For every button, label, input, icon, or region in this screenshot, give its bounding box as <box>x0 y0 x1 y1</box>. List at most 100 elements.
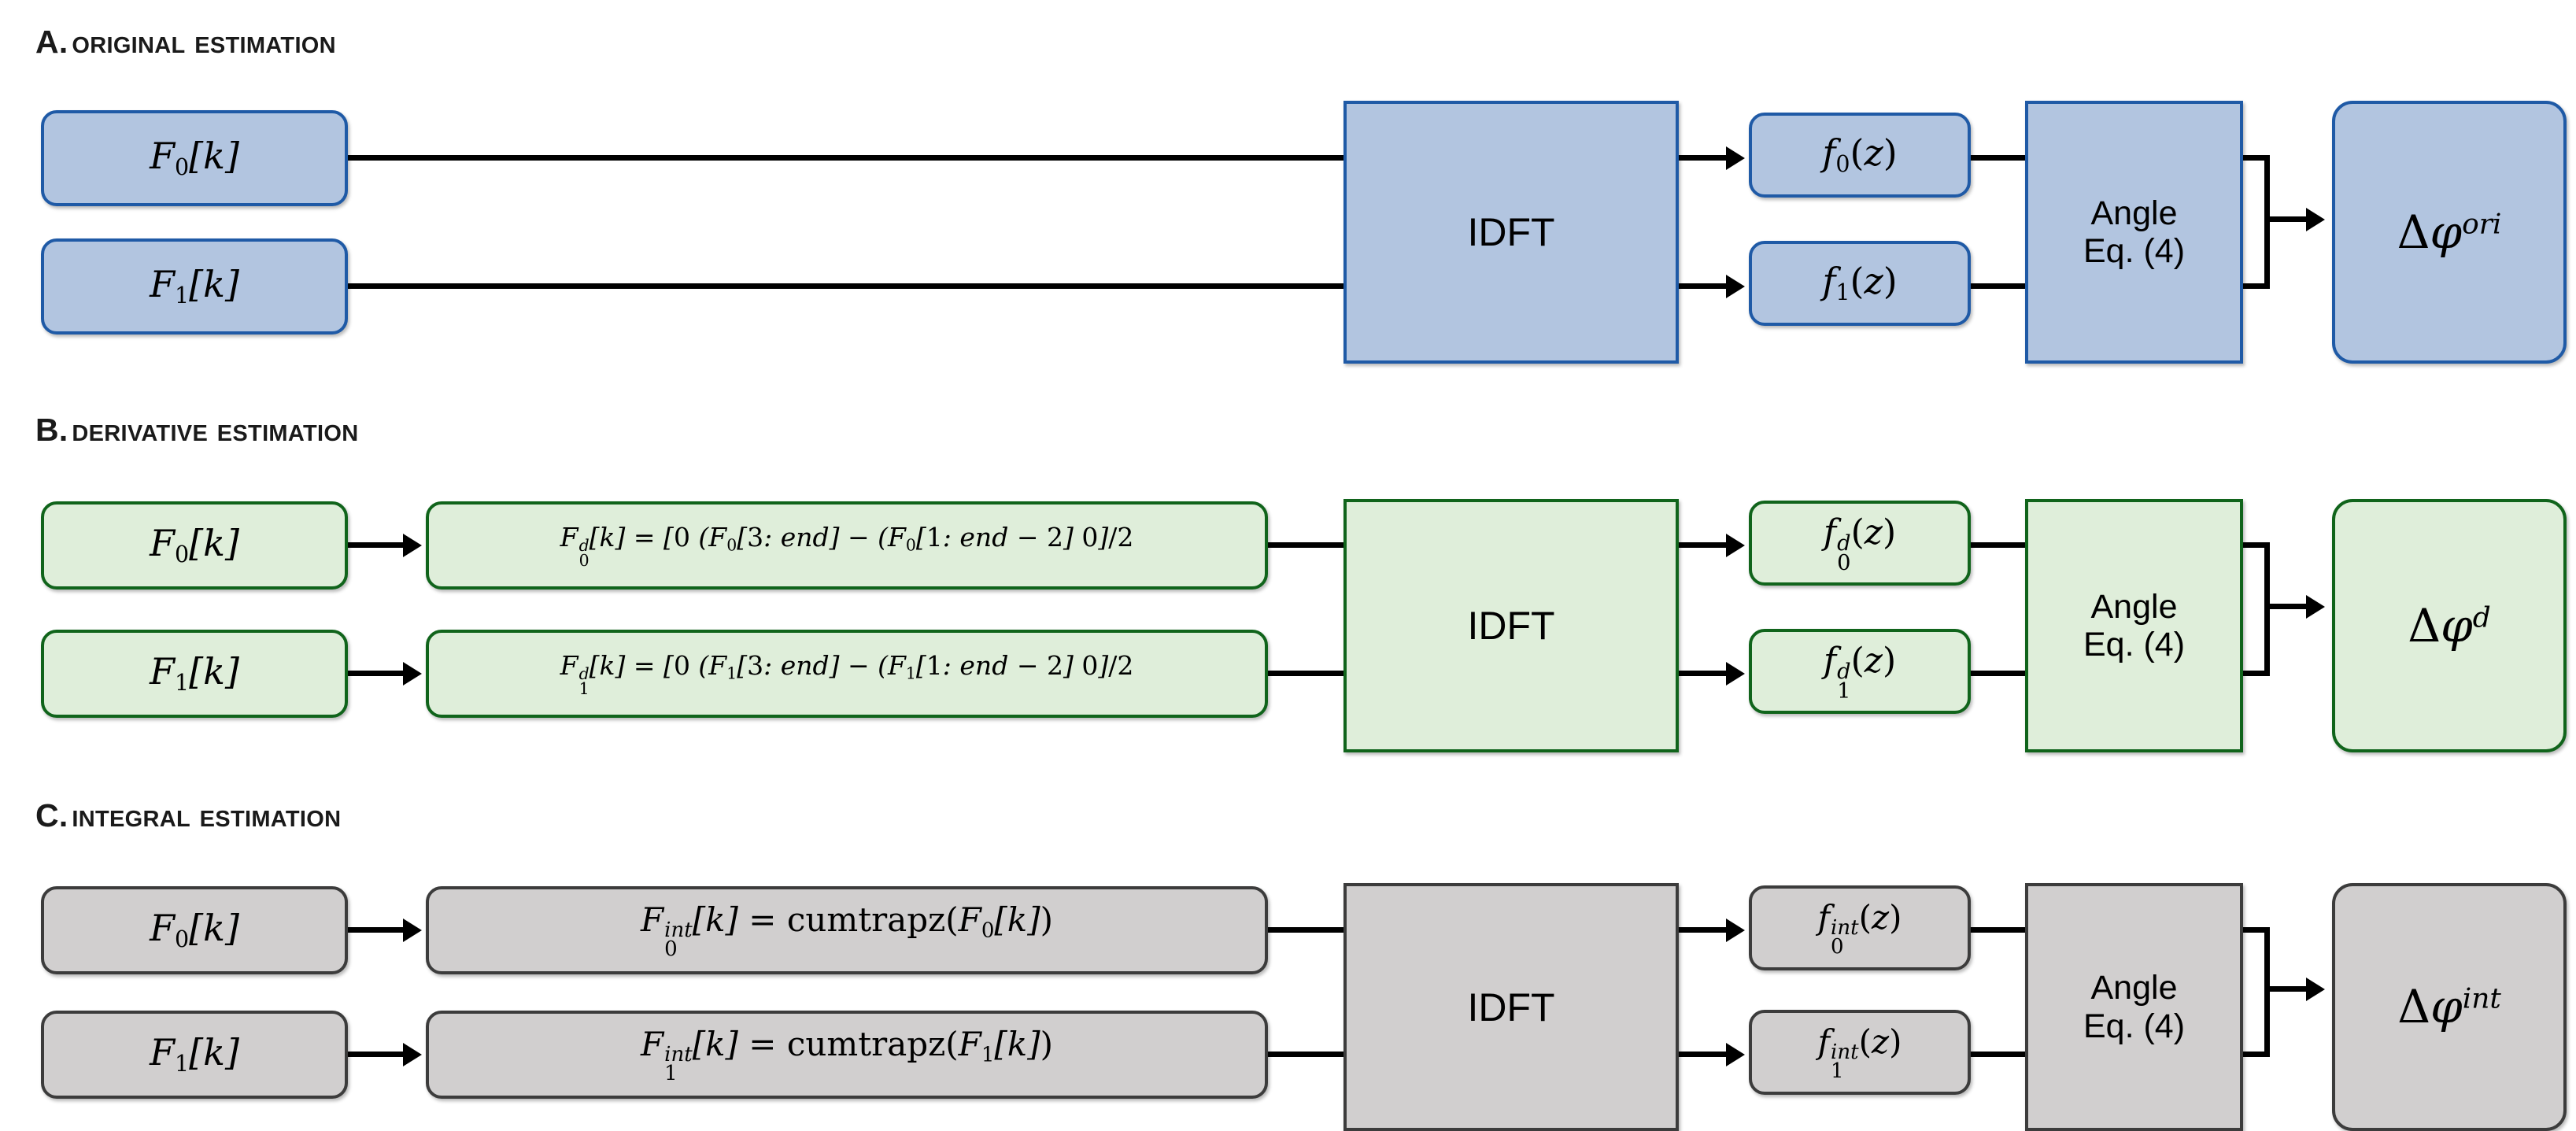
panel-b-bracket-stem <box>2264 542 2270 676</box>
panel-b-line-idft-to-f1z <box>1679 671 1726 676</box>
panel-b-angle-box[interactable]: Angle Eq. (4) <box>2025 499 2243 752</box>
panel-b-bracket-bottom <box>2243 671 2270 676</box>
panel-b-letter: B. <box>35 412 68 448</box>
panel-b-line-f1z-to-angle <box>1971 671 2025 676</box>
panel-c-input-f1[interactable]: F1[k] <box>41 1011 348 1099</box>
panel-c-line-f0-to-transform <box>348 927 403 933</box>
panel-b-line-idft-to-f0z <box>1679 542 1726 548</box>
panel-c-idft-label: IDFT <box>1467 985 1555 1029</box>
panel-c-title: Integral Estimation <box>72 797 342 833</box>
panel-c-line-f0z-to-angle <box>1971 927 2025 933</box>
panel-a-input-f1-label: F1[k] <box>150 263 239 309</box>
panel-c-arrow-f0-to-transform <box>403 918 422 942</box>
panel-c-input-f0[interactable]: F0[k] <box>41 886 348 974</box>
panel-c-output-label: Δφint <box>2397 980 2501 1034</box>
panel-b-line-angle-to-output <box>2264 604 2306 609</box>
panel-b-input-f0[interactable]: F0[k] <box>41 501 348 590</box>
panel-a-line-f1-to-idft <box>348 283 1343 289</box>
panel-c-heading: C. Integral Estimation <box>35 797 341 834</box>
panel-a-title: Original Estimation <box>72 24 336 60</box>
panel-b-title: Derivative Estimation <box>72 412 359 448</box>
panel-b-arrow-idft-to-f0z <box>1726 534 1745 557</box>
panel-c-line-f1-to-transform <box>348 1052 403 1057</box>
panel-a-arrow-idft-to-f0z <box>1726 146 1745 170</box>
panel-c-arrow-idft-to-f1z <box>1726 1043 1745 1066</box>
panel-a-signal-f1z-label: f1(z) <box>1822 260 1898 306</box>
panel-c-line-idft-to-f0z <box>1679 927 1726 933</box>
panel-b-angle-line2: Eq. (4) <box>2083 626 2186 663</box>
panel-a-input-f0-label: F0[k] <box>150 135 239 181</box>
panel-a-line-f0-to-idft <box>348 155 1343 161</box>
panel-a-output-box[interactable]: Δφori <box>2332 101 2567 364</box>
panel-b-angle-line1: Angle <box>2090 587 2178 626</box>
panel-c-bracket-top <box>2243 927 2270 933</box>
panel-c-line-transform0-to-idft <box>1268 927 1343 933</box>
panel-c-idft-box[interactable]: IDFT <box>1343 883 1679 1131</box>
panel-b-output-label: Δφd <box>2408 598 2491 652</box>
panel-b-line-f0-to-transform <box>348 542 403 548</box>
panel-b-output-box[interactable]: Δφd <box>2332 499 2567 752</box>
panel-b-input-f1-label: F1[k] <box>150 650 239 697</box>
panel-a-input-f1[interactable]: F1[k] <box>41 238 348 334</box>
panel-c-line-f1z-to-angle <box>1971 1052 2025 1057</box>
panel-b-idft-label: IDFT <box>1467 604 1555 648</box>
panel-c-angle-line2: Eq. (4) <box>2083 1007 2186 1045</box>
panel-c-angle-box[interactable]: Angle Eq. (4) <box>2025 883 2243 1131</box>
panel-c-bracket-bottom <box>2243 1052 2270 1057</box>
panel-c-input-f0-label: F0[k] <box>150 907 239 953</box>
panel-c-letter: C. <box>35 797 68 833</box>
panel-c-input-f1-label: F1[k] <box>150 1031 239 1077</box>
panel-a-idft-box[interactable]: IDFT <box>1343 101 1679 364</box>
panel-a-input-f0[interactable]: F0[k] <box>41 110 348 206</box>
panel-b-idft-box[interactable]: IDFT <box>1343 499 1679 752</box>
panel-a-line-idft-to-f0z <box>1679 155 1726 161</box>
panel-a-line-f1z-to-angle <box>1971 283 2025 289</box>
panel-b-heading: B. Derivative Estimation <box>35 412 358 449</box>
panel-b-input-f1[interactable]: F1[k] <box>41 630 348 718</box>
panel-b-line-f1-to-transform <box>348 671 403 676</box>
panel-c-line-transform1-to-idft <box>1268 1052 1343 1057</box>
panel-a-signal-f0z[interactable]: f0(z) <box>1749 113 1971 198</box>
panel-c-arrow-f1-to-transform <box>403 1043 422 1066</box>
panel-b-arrow-f0-to-transform <box>403 534 422 557</box>
panel-b-arrow-idft-to-f1z <box>1726 662 1745 686</box>
panel-b-line-transform0-to-idft <box>1268 542 1343 548</box>
panel-b-bracket-top <box>2243 542 2270 548</box>
panel-a-bracket-bottom <box>2243 283 2270 289</box>
panel-a-letter: A. <box>35 24 68 60</box>
panel-a-arrow-idft-to-f1z <box>1726 275 1745 298</box>
panel-a-bracket-top <box>2243 155 2270 161</box>
panel-c-line-idft-to-f1z <box>1679 1052 1726 1057</box>
panel-b-line-transform1-to-idft <box>1268 671 1343 676</box>
panel-c-line-angle-to-output <box>2264 986 2306 992</box>
panel-a-signal-f0z-label: f0(z) <box>1822 131 1898 178</box>
panel-a-angle-line2: Eq. (4) <box>2083 232 2186 270</box>
panel-b-line-f0z-to-angle <box>1971 542 2025 548</box>
panel-a-line-idft-to-f1z <box>1679 283 1726 289</box>
panel-a-idft-label: IDFT <box>1467 210 1555 254</box>
panel-a-bracket-stem <box>2264 155 2270 289</box>
panel-c-arrow-to-output <box>2306 978 2325 1001</box>
panel-a-line-angle-to-output <box>2264 216 2306 222</box>
panel-a-angle-box[interactable]: Angle Eq. (4) <box>2025 101 2243 364</box>
panel-a-signal-f1z[interactable]: f1(z) <box>1749 241 1971 326</box>
panel-c-output-box[interactable]: Δφint <box>2332 883 2567 1131</box>
panel-b-arrow-to-output <box>2306 595 2325 619</box>
